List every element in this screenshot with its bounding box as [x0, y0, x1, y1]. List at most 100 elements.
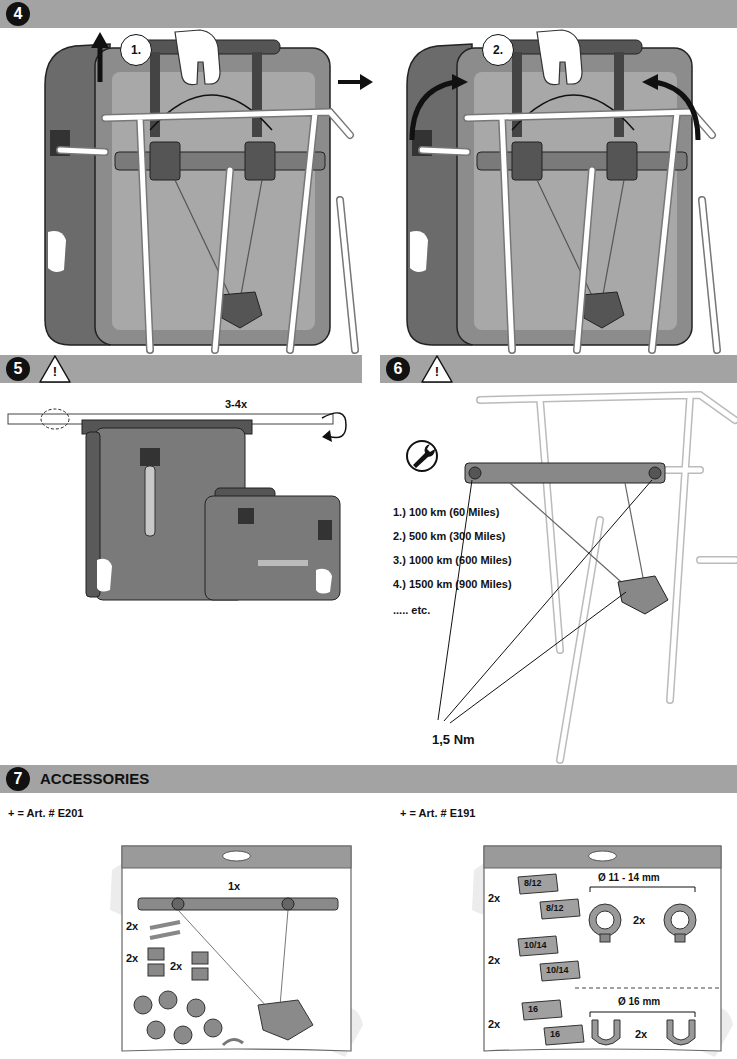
drawing-path: [618, 576, 668, 614]
shim-size: 16: [550, 1029, 560, 1039]
drawing-rect: [192, 968, 208, 980]
insert: [147, 1021, 165, 1039]
next-arrow: [338, 80, 362, 84]
interval: 2.) 500 km (300 Miles): [393, 530, 506, 543]
drawing-rect: [465, 463, 665, 483]
drawing-path: [413, 444, 435, 468]
drawing-ellipse: [41, 409, 69, 429]
drawing-rect: [122, 846, 351, 868]
drawing-path: [122, 846, 351, 1051]
interval: 1.) 100 km (60 Miles): [393, 506, 499, 519]
insert: [187, 999, 205, 1017]
section-band: 7 ACCESSORIES: [0, 765, 737, 793]
insert: [174, 1026, 192, 1044]
drawing-circle: [282, 898, 294, 910]
pannier-step-1: [45, 30, 355, 350]
next-arrow-head: [360, 74, 373, 90]
drawing-rect: [205, 496, 340, 600]
section-number: 5: [6, 357, 30, 381]
shim: [518, 874, 558, 894]
lift-arrow: [98, 46, 103, 82]
article-number: + = Art. # E191: [400, 807, 475, 820]
shim: [540, 899, 580, 919]
drawing-circle: [172, 898, 184, 910]
drawing-path: [510, 483, 645, 588]
shim: [522, 1000, 562, 1020]
rotate-arrow-head: [452, 74, 468, 90]
section-title: ACCESSORIES: [40, 770, 149, 787]
hook: [258, 1000, 313, 1040]
shim-size: 16: [528, 1004, 538, 1014]
shim-size: 10/14: [546, 965, 569, 975]
section-band: 5!: [0, 355, 362, 383]
drawing-rect: [140, 448, 160, 466]
pannier-step-2: [407, 30, 717, 350]
drawing-rect: [318, 520, 332, 540]
drawing-rect: [148, 964, 164, 976]
diameter: Ø 16 mm: [618, 996, 660, 1008]
quantity: 2x: [488, 1018, 500, 1031]
accessory-bag: + = Art. # E2012x1x2x2x: [118, 840, 355, 1055]
drawing-path: [97, 559, 112, 592]
article-number: + = Art. # E201: [8, 807, 83, 820]
clamp: [664, 904, 696, 936]
clamp: [667, 1020, 695, 1045]
section-number: 7: [6, 767, 30, 791]
clamp: [592, 1020, 620, 1045]
drawing-path: [480, 395, 735, 760]
section-band: 6!: [380, 355, 737, 383]
section-band: 4: [0, 0, 737, 28]
step-circle: 1.: [120, 34, 152, 66]
bracket: [590, 887, 695, 892]
drawing-rect: [675, 934, 685, 942]
drawing-rect: [600, 934, 610, 942]
drawing-path: [223, 1039, 243, 1045]
warning-mark: !: [40, 365, 70, 380]
rack-illustration: [407, 395, 735, 760]
step-number: 1.: [121, 35, 151, 65]
insert: [204, 1019, 222, 1037]
drawing-ellipse: [223, 851, 251, 861]
shim: [544, 1025, 584, 1045]
quantity: 1x: [228, 880, 240, 893]
rotate-arrow-head: [642, 74, 658, 90]
drawing-path: [480, 395, 735, 760]
section-number: 4: [6, 2, 30, 26]
lift-arrow-head: [91, 32, 109, 48]
drawing-circle: [596, 911, 614, 929]
rotate-arrow: [655, 82, 698, 140]
shim: [540, 961, 580, 981]
quantity: 2x: [170, 960, 182, 973]
step-circle: 2.: [482, 34, 514, 66]
drawing-rect: [148, 948, 164, 960]
interval: 3.) 1000 km (600 Miles): [393, 554, 512, 567]
quantity: 2x: [488, 954, 500, 967]
step-number: 2.: [483, 35, 513, 65]
drawing-ellipse: [589, 851, 617, 861]
rotate-arrow: [412, 82, 455, 140]
warning-mark: !: [422, 365, 452, 380]
repeat-count: 3-4x: [225, 398, 247, 411]
drawing-rect: [238, 508, 254, 524]
accessory-bag: + = Art. # E1918/128/122x10/1410/142xØ 1…: [480, 840, 725, 1055]
drawing-circle: [469, 467, 481, 479]
shim-size: 8/12: [524, 878, 542, 888]
shim: [518, 936, 558, 956]
bracket: [590, 1012, 695, 1017]
warning-triangle: [380, 355, 737, 383]
insert: [159, 991, 177, 1009]
insert: [134, 996, 152, 1014]
shim-size: 8/12: [546, 903, 564, 913]
clamp: [589, 904, 621, 936]
drawing-rect: [145, 466, 155, 536]
bag-outline: [118, 840, 355, 1055]
diameter: Ø 11 - 14 mm: [598, 872, 660, 884]
quantity: 2x: [126, 920, 138, 933]
drawing-polygon: [422, 356, 452, 382]
drawing-circle: [671, 911, 689, 929]
interval: 4.) 1500 km (900 Miles): [393, 578, 512, 591]
rail: [138, 898, 338, 910]
strap-illustration: [8, 409, 346, 600]
shim-size: 10/14: [524, 940, 547, 950]
drawing-circle: [649, 467, 661, 479]
